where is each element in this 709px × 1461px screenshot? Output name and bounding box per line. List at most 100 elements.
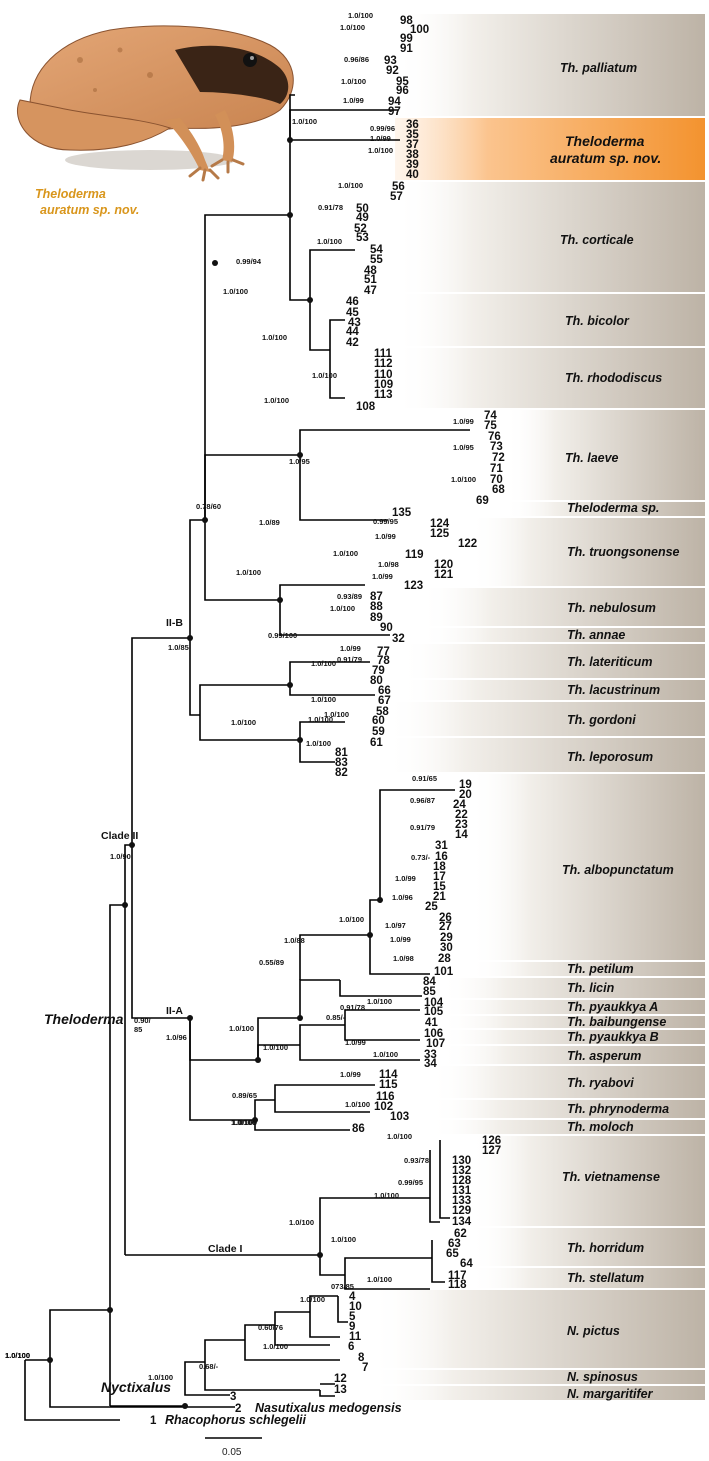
tip-number-135: 135 [392, 507, 412, 519]
node-dot [297, 452, 303, 458]
tip-number-27: 27 [439, 921, 452, 933]
support-value: 1.0/96 [392, 893, 413, 902]
node-dot [187, 1015, 193, 1021]
tip-number-64: 64 [460, 1258, 473, 1270]
tip-number-6: 6 [348, 1341, 354, 1353]
tip-number-115: 115 [379, 1079, 398, 1091]
tip-number-113: 113 [374, 389, 393, 401]
support-value: 1.0/99 [372, 572, 393, 581]
tip-number-120: 120 [434, 559, 453, 571]
species-label-leporosum: Th. leporosum [567, 750, 653, 764]
band-annae [420, 628, 705, 642]
support-value: 1.0/100 [5, 1351, 30, 1360]
species-label-lateriticum: Th. lateriticum [567, 655, 652, 669]
tip-number-18: 18 [433, 861, 446, 873]
clade-support-IIA: 1.0/96 [166, 1033, 187, 1042]
species-label-asperum: Th. asperum [567, 1049, 641, 1063]
tip-number-59: 59 [372, 726, 385, 738]
tip-number-82: 82 [335, 767, 348, 779]
tip-number-131: 131 [452, 1185, 472, 1197]
tip-number-54: 54 [370, 244, 383, 256]
support-value: 0.96/86 [344, 55, 369, 64]
tip-number-71: 71 [490, 463, 503, 475]
tip-number-42: 42 [346, 337, 359, 349]
support-value: 1.0/100 [311, 695, 336, 704]
tip-number-127: 127 [482, 1145, 501, 1157]
support-value: 1.0/100 [262, 333, 287, 342]
clade-label-IIB: II-B [166, 617, 183, 629]
support-value: 1.0/98 [378, 560, 399, 569]
clade-label-II: Clade II [101, 830, 138, 842]
tip-number-40: 40 [406, 169, 419, 181]
root-support-line1: 0.90/ [134, 1016, 152, 1025]
support-value: 1.0/100 [312, 371, 337, 380]
tip-number-86: 86 [352, 1123, 365, 1135]
tip-number-109: 109 [374, 379, 393, 391]
node-dot [255, 1057, 261, 1063]
tip-number-104: 104 [424, 997, 444, 1009]
support-value: 0.85/- [326, 1013, 346, 1022]
tip-number-41: 41 [425, 1017, 438, 1029]
band-spinosus [370, 1370, 705, 1384]
support-value: 073/85 [331, 1282, 354, 1291]
tip-number-53: 53 [356, 232, 369, 244]
outgroup-number-1: 1 [150, 1415, 157, 1427]
tip-number-19: 19 [459, 779, 472, 791]
clade-label-IIA: II-A [166, 1005, 183, 1017]
band-pictus [370, 1290, 705, 1368]
band-pyaukkyaB [440, 1030, 705, 1044]
support-value: 1.0/100 [263, 1342, 288, 1351]
support-value: 0.91/78 [340, 1003, 365, 1012]
tip-number-118: 118 [448, 1279, 467, 1291]
tip-number-25: 25 [425, 901, 438, 913]
species-label-lacustrinum: Th. lacustrinum [567, 683, 660, 697]
support-value: 0.99/95 [398, 1178, 423, 1187]
support-value: 1.0/100 [5, 1351, 30, 1360]
species-labels: Th. palliatum Theloderma auratum sp. nov… [550, 61, 680, 1401]
support-value: 1.0/100 [236, 568, 261, 577]
support-value: 0.91/78 [318, 203, 343, 212]
node-dot [187, 635, 193, 641]
tip-number-78: 78 [377, 655, 390, 667]
tip-number-124: 124 [430, 518, 450, 530]
clade-annotations: II-B 1.0/85 Clade II 1.0/90 II-A 1.0/96 … [44, 617, 243, 1395]
tip-number-12: 12 [334, 1373, 347, 1385]
tip-number-30: 30 [440, 942, 453, 954]
tip-number-16: 16 [435, 851, 448, 863]
species-label-pyaukkyaA: Th. pyaukkya A [567, 1000, 658, 1014]
root-support-line2: 85 [134, 1025, 142, 1034]
node-dot [287, 212, 293, 218]
species-label-horridum: Th. horridum [567, 1241, 644, 1255]
tip-number-65: 65 [446, 1248, 459, 1260]
clade-bands [370, 14, 705, 1400]
outgroup-name-1: Rhacophorus schlegelii [165, 1413, 307, 1427]
support-value: 1.0/97 [385, 921, 406, 930]
tip-number-102: 102 [374, 1101, 393, 1113]
support-value: 0.73/- [411, 853, 431, 862]
tip-number-36: 36 [406, 119, 419, 131]
outgroup-labels: 2 Nasutixalus medogensis 1 Rhacophorus s… [150, 1401, 402, 1427]
tip-number-94: 94 [388, 96, 401, 108]
band-thsp [505, 502, 705, 516]
node-dot [307, 297, 313, 303]
tip-number-37: 37 [406, 139, 419, 151]
tip-number-129: 129 [452, 1205, 471, 1217]
tip-number-24: 24 [453, 799, 466, 811]
tip-number-99: 99 [400, 33, 413, 45]
tip-number-52: 52 [354, 223, 367, 235]
tip-number-134: 134 [452, 1216, 472, 1228]
support-value: 1.0/100 [387, 1132, 412, 1141]
support-value: 1.0/100 [292, 117, 317, 126]
tree-branches [24, 94, 470, 1421]
support-value: 0.91/79 [410, 823, 435, 832]
tip-number-93: 93 [384, 55, 397, 67]
node-dot [212, 260, 218, 266]
tip-number-38: 38 [406, 149, 419, 161]
species-label-stellatum: Th. stellatum [567, 1271, 644, 1285]
tip-number-34: 34 [424, 1058, 437, 1070]
tip-number-98: 98 [400, 15, 413, 27]
tip-number-9: 9 [349, 1321, 355, 1333]
tip-number-29: 29 [440, 932, 453, 944]
support-value: 0.89/65 [232, 1091, 257, 1100]
band-lacustrinum [400, 680, 705, 700]
